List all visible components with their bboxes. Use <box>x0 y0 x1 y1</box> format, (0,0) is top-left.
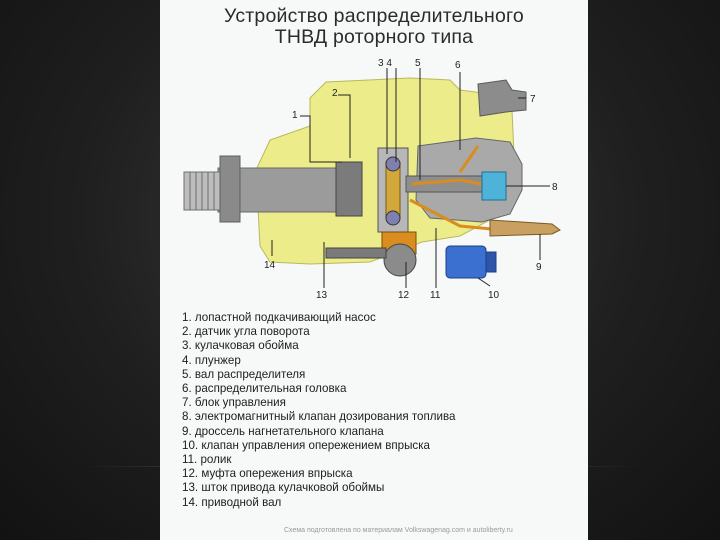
legend-item: 6. распределительная головка <box>182 382 347 396</box>
callout-10: 10 <box>488 290 500 301</box>
shaft-grooves <box>189 172 215 210</box>
leader-lines <box>271 68 550 288</box>
legend-item: 10. клапан управления опережением впрыск… <box>182 438 431 452</box>
legend-item: 4. плунжер <box>182 353 241 367</box>
callout-14: 14 <box>264 260 276 271</box>
legend-item: 3. кулачковая обойма <box>182 339 299 353</box>
delivery-valve-throttle <box>489 219 561 237</box>
parts-legend: 1. лопастной подкачивающий насос 2. датч… <box>182 311 455 510</box>
source-caption: Схема подготовлена по материалам Volkswa… <box>284 527 513 534</box>
title-line-2: ТНВД роторного типа <box>274 26 474 48</box>
callout-11: 11 <box>430 290 441 301</box>
callout-3-4: 3 4 <box>378 58 392 69</box>
callout-9: 9 <box>536 262 542 273</box>
callout-7: 7 <box>530 94 536 105</box>
callout-8: 8 <box>552 182 558 193</box>
legend-item: 14. приводной вал <box>182 495 282 509</box>
callout-13: 13 <box>316 290 328 301</box>
pump-cutaway-diagram: 1 2 3 4 5 6 7 8 9 10 11 12 13 14 <box>183 58 561 301</box>
callout-5: 5 <box>415 58 421 69</box>
timing-control-valve <box>445 245 487 279</box>
legend-item: 13. шток привода кулачковой обоймы <box>182 481 385 495</box>
legend-item: 1. лопастной подкачивающий насос <box>182 311 376 324</box>
roller-bottom <box>385 210 401 226</box>
callout-6: 6 <box>455 60 461 71</box>
callout-1: 1 <box>292 110 298 121</box>
drive-shaft-cap <box>183 171 225 211</box>
legend-item: 12. муфта опережения впрыска <box>182 467 353 481</box>
legend-item: 8. электромагнитный клапан дозирования т… <box>182 410 456 424</box>
slide-title: Устройство распределительного ТНВД ротор… <box>160 6 588 48</box>
legend-item: 9. дроссель нагнетательного клапана <box>182 424 384 438</box>
legend-item: 2. датчик угла поворота <box>182 325 310 339</box>
roller-top <box>385 156 401 172</box>
title-line-1: Устройство распределительного <box>224 5 524 27</box>
vane-pump <box>335 161 363 217</box>
timing-piston <box>383 243 417 277</box>
slide-card: Устройство распределительного ТНВД ротор… <box>160 0 588 540</box>
legend-item: 11. ролик <box>182 453 232 467</box>
legend-item: 5. вал распределителя <box>182 367 306 381</box>
legend-item: 7. блок управления <box>182 396 286 410</box>
fuel-passages <box>409 145 503 232</box>
advance-stem <box>325 247 387 259</box>
control-unit-block <box>477 79 527 117</box>
timing-control-valve-cap <box>485 251 497 273</box>
callout-2: 2 <box>332 88 338 99</box>
metering-valve <box>481 171 507 201</box>
drive-shaft-flange <box>219 155 241 223</box>
callout-12: 12 <box>398 290 410 301</box>
